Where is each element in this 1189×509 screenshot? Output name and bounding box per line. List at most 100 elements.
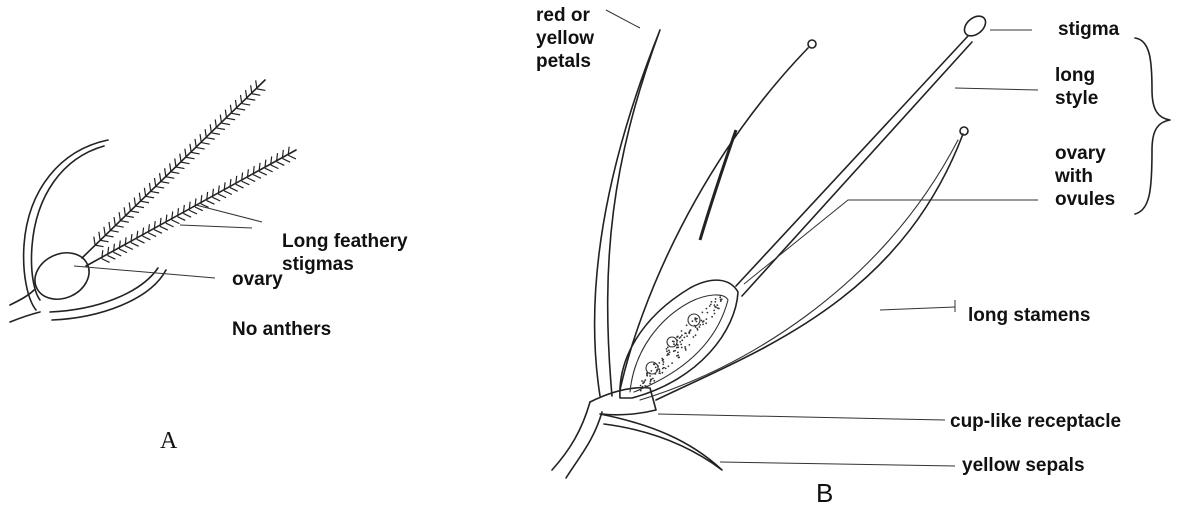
feather-barb [171, 172, 179, 174]
feather-barb [206, 138, 214, 140]
stipple-dot [642, 382, 644, 384]
stipple-dot [711, 316, 713, 318]
ovule-2 [667, 337, 677, 347]
feather-barb [277, 162, 285, 166]
feather-barb [108, 256, 116, 260]
stipple-dot [694, 325, 696, 327]
feather-barb [230, 188, 238, 192]
feather-barb [119, 249, 127, 253]
feather-barb [154, 230, 162, 234]
stipple-dot [681, 347, 683, 349]
feather-barb [94, 237, 95, 246]
stipple-dot [651, 370, 653, 372]
feather-barb [144, 188, 145, 197]
stipple-dot [677, 340, 679, 342]
feather-barb [195, 139, 196, 148]
stipple-dot [706, 318, 708, 320]
stipple-dot [669, 351, 671, 353]
curly-brace [1135, 38, 1170, 214]
feather-barb [175, 158, 176, 167]
stipple-dot [684, 337, 686, 339]
stipple-dot [668, 350, 670, 352]
stipple-dot [640, 385, 642, 387]
feather-barb [189, 210, 197, 214]
stipple-dot [702, 324, 704, 326]
stipple-dot [668, 365, 670, 367]
stipple-dot [676, 336, 678, 338]
feather-barb [247, 99, 255, 101]
stipple-dot [715, 298, 717, 300]
feather-barb [166, 223, 174, 227]
feather-barb [178, 217, 186, 221]
flower-b-petal [595, 30, 660, 396]
feather-barb [110, 230, 118, 232]
feather-barb [149, 183, 150, 192]
feather-barb [242, 181, 250, 185]
stipple-dot [679, 341, 681, 343]
stipple-dot [689, 330, 691, 332]
stipple-dot [643, 381, 645, 383]
feather-barb [160, 173, 161, 182]
stipple-dot [655, 367, 657, 369]
feather-barb [218, 194, 226, 198]
feather-barb [160, 226, 168, 230]
feather-barb [136, 206, 144, 208]
ovule-3 [688, 314, 700, 326]
feather-barb [124, 207, 125, 216]
label-b-stigma: stigma [1058, 18, 1119, 41]
feather-barb [215, 119, 216, 128]
label-a-stigmas: Long feathery stigmas [282, 230, 408, 276]
stipple-dot [719, 295, 721, 297]
stipple-dot [650, 378, 652, 380]
stipple-dot [673, 343, 675, 345]
feather-barb [227, 118, 235, 120]
stipple-dot [684, 346, 686, 348]
stipple-dot [689, 344, 691, 346]
label-b-petals: red or yellow petals [536, 4, 594, 73]
stipple-dot [707, 312, 709, 314]
flower-b-sepal [600, 414, 722, 470]
stipple-dot [662, 372, 664, 374]
flower-a-stigma-upper [82, 80, 265, 258]
feather-barb [114, 217, 115, 226]
feather-barb [139, 193, 140, 202]
stipple-dot [697, 329, 699, 331]
stipple-dot [671, 362, 673, 364]
feather-barb [161, 182, 169, 184]
feather-barb [271, 165, 279, 169]
stipple-dot [655, 373, 657, 375]
feather-barb [207, 201, 215, 205]
feather-barb [125, 216, 133, 218]
feather-barb [151, 191, 159, 193]
feather-barb [100, 240, 108, 242]
feather-barb [120, 221, 128, 223]
feather-barb [129, 202, 130, 211]
feather-barb [183, 213, 191, 217]
stipple-dot [714, 301, 716, 303]
stipple-dot [701, 320, 703, 322]
feather-barb [195, 207, 203, 211]
stipple-dot [694, 319, 696, 321]
feather-barb [252, 94, 260, 96]
feather-barb [216, 128, 224, 130]
label-b-sepals: yellow sepals [962, 454, 1085, 477]
stipple-dot [644, 385, 646, 387]
feather-barb [211, 133, 219, 135]
feather-barb [165, 168, 166, 177]
stipple-dot [673, 350, 675, 352]
stipple-dot [666, 350, 668, 352]
feather-barb [176, 167, 184, 169]
feather-barb [104, 227, 105, 236]
feather-barb [196, 147, 204, 149]
feather-barb [172, 220, 180, 224]
feather-barb [143, 236, 151, 240]
stipple-dot [663, 361, 665, 363]
feather-barb [191, 152, 199, 154]
stipple-dot [656, 369, 658, 371]
stipple-dot [677, 352, 679, 354]
stipple-dot [692, 320, 694, 322]
caption-a: A [160, 428, 177, 455]
feather-barb [125, 246, 133, 250]
flower-a-bract-upper [24, 140, 108, 310]
stipple-dot [681, 334, 683, 336]
